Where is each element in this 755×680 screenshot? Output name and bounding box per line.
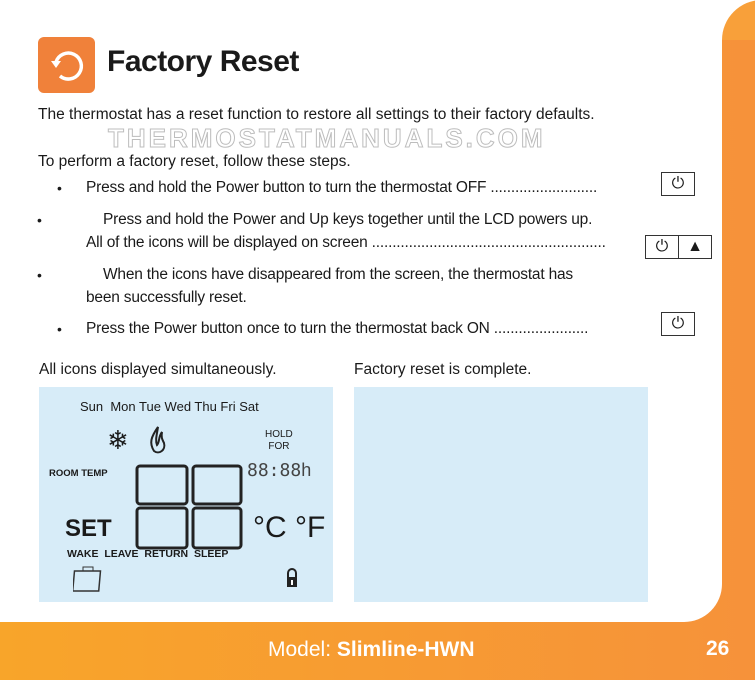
up-arrow-icon: ▲ [687, 238, 703, 255]
power-key: ⏻ [661, 312, 695, 336]
big-digits [135, 464, 243, 550]
lcd-blank [354, 387, 648, 602]
step-3-line-2: been successfully reset. [86, 289, 247, 306]
intro-text: The thermostat has a reset function to r… [38, 106, 595, 123]
bullet: • [57, 180, 62, 196]
clock-unit: h [301, 460, 312, 480]
suitcase-icon [71, 565, 103, 598]
page-number: 26 [706, 637, 730, 660]
model-label: Model: [268, 638, 332, 661]
for-label: FOR [268, 441, 290, 452]
step-2-line-2: All of the icons will be displayed on sc… [86, 234, 606, 251]
power-icon: ⏻ [646, 236, 679, 258]
power-key: ⏻ [661, 172, 695, 196]
lock-icon [285, 567, 299, 594]
fahrenheit-label: °F [295, 511, 326, 544]
page-title: Factory Reset [107, 45, 299, 78]
clock-digits: 88:88 [247, 460, 302, 481]
model-name: Slimline-HWN [336, 638, 475, 661]
power-icon: ⏻ [671, 315, 685, 332]
frame-corner [722, 0, 755, 40]
caption-left: All icons displayed simultaneously. [39, 361, 277, 378]
snowflake-icon: ❄ [107, 425, 129, 455]
power-icon: ⏻ [671, 175, 685, 192]
bullet: • [57, 321, 62, 337]
hold-label: HOLD [265, 429, 293, 440]
clock-display: 88:88h [247, 460, 311, 481]
step-2-line-1: Press and hold the Power and Up keys tog… [103, 211, 593, 228]
mode-labels: WAKE LEAVE RETURN SLEEP [67, 548, 229, 560]
flame-icon [147, 425, 169, 460]
caption-right: Factory reset is complete. [354, 361, 532, 378]
room-temp-label: ROOM TEMP [49, 468, 108, 479]
bullet: • [37, 267, 42, 283]
set-label: SET [65, 515, 112, 542]
step-3-line-1: When the icons have disappeared from the… [103, 266, 573, 283]
bullet: • [37, 212, 42, 228]
step-4-text: Press the Power button once to turn the … [86, 320, 589, 337]
watermark: THERMOSTATMANUALS.COM [108, 123, 546, 153]
celsius-label: °C [253, 511, 287, 544]
footer-model: Model: Slimline-HWN [268, 638, 475, 662]
step-1-text: Press and hold the Power button to turn … [86, 179, 598, 196]
lcd-days: Sun Mon Tue Wed Thu Fri Sat [80, 399, 259, 414]
steps-intro: To perform a factory reset, follow these… [38, 153, 351, 170]
reset-icon [38, 37, 95, 93]
power-up-keys: ⏻▲ [645, 235, 712, 259]
